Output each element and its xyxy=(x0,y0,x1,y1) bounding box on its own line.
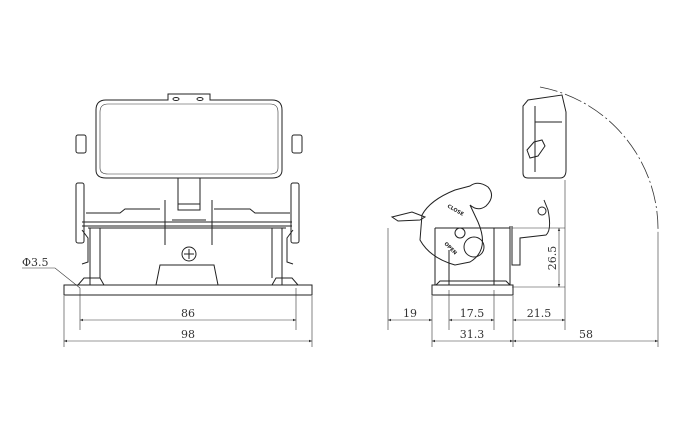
lever-window xyxy=(177,177,201,205)
left-pivot xyxy=(75,134,87,154)
cover-hinge xyxy=(511,199,551,266)
dim-label-21-5: 21.5 xyxy=(527,307,552,320)
cable-clamp xyxy=(390,211,427,222)
dim-label-98: 98 xyxy=(181,328,195,341)
mounting-feet xyxy=(77,277,299,286)
lever-arm xyxy=(164,178,213,245)
cover-latch-slot xyxy=(526,139,546,159)
dim-label-86: 86 xyxy=(181,307,195,320)
screw-head xyxy=(181,246,197,262)
dim-label-hole-diameter: Φ3.5 xyxy=(22,256,49,269)
base-plate xyxy=(63,284,313,296)
dim-label-19: 19 xyxy=(403,307,417,320)
open-label: OPEN xyxy=(443,241,458,256)
locking-lever xyxy=(419,182,492,266)
hinge-pin xyxy=(537,206,547,216)
front-view: 86 98 Φ3.5 xyxy=(22,93,313,347)
locking-bail-handle xyxy=(95,93,283,179)
housing-rim xyxy=(82,221,292,229)
cable-entry-boss xyxy=(155,264,219,286)
close-label: CLOSE xyxy=(446,204,465,218)
side-base-plate xyxy=(431,284,514,296)
housing-walls xyxy=(89,228,283,285)
lever-pivot-large xyxy=(463,236,485,258)
dim-label-31-3: 31.3 xyxy=(460,328,485,341)
left-latch-peg xyxy=(75,182,85,244)
lever-pivot-small xyxy=(454,227,466,239)
open-cover xyxy=(522,94,567,179)
dim-label-26-5: 26.5 xyxy=(546,246,559,271)
right-pivot xyxy=(291,134,303,154)
right-latch-peg xyxy=(290,182,300,244)
side-housing xyxy=(434,226,511,285)
latch-pins xyxy=(81,229,294,265)
cover-flange xyxy=(86,208,290,214)
cross-screw-icon xyxy=(184,249,194,259)
swing-arc xyxy=(539,86,659,233)
dim-label-17-5: 17.5 xyxy=(460,307,485,320)
side-view: CLOSE OPEN 19 17.5 21.5 31.3 58 26.5 xyxy=(387,86,659,347)
dim-label-58: 58 xyxy=(579,328,593,341)
